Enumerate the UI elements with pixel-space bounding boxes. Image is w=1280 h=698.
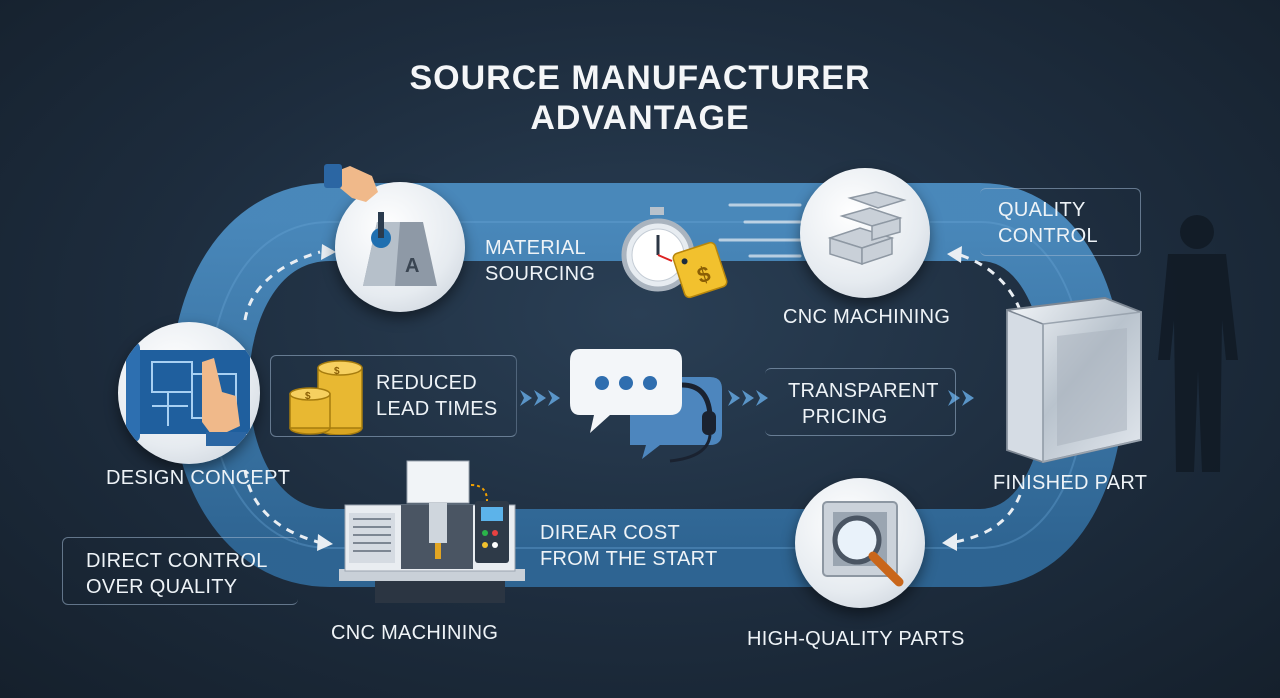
finished-part-icon xyxy=(1006,296,1142,464)
transparent-pricing-line-1: TRANSPARENT xyxy=(788,380,939,402)
metal-block-icon: A xyxy=(363,212,437,286)
reduced-lead-times-line-1: REDUCED xyxy=(376,372,477,394)
material-sourcing-line-1: MATERIAL xyxy=(485,237,586,259)
transparent-pricing-label: TRANSPARENT PRICING xyxy=(788,378,939,430)
reduced-lead-times-bracket xyxy=(270,355,517,437)
title-line-2: ADVANTAGE xyxy=(530,99,750,137)
cnc-machining-bottom-label: CNC MACHINING xyxy=(331,622,499,644)
design-concept-label: DESIGN CONCEPT xyxy=(106,467,291,489)
material-sourcing-node: A xyxy=(335,182,465,312)
material-sourcing-line-2: SOURCING xyxy=(485,263,596,285)
material-sourcing-label: MATERIAL SOURCING xyxy=(485,235,595,287)
svg-text:$: $ xyxy=(334,366,340,377)
metal-ingots-node xyxy=(800,168,930,298)
hand-icon xyxy=(324,164,378,202)
blueprint-hand-icon xyxy=(126,342,250,446)
direct-cost-line-2: FROM THE START xyxy=(540,548,718,570)
stopwatch-price-tag-icon: $ xyxy=(621,207,728,299)
high-quality-parts-node xyxy=(795,478,925,608)
inspection-magnifier-icon xyxy=(822,501,904,587)
direct-control-line-2: OVER QUALITY xyxy=(86,576,238,598)
direct-control-label: DIRECT CONTROL OVER QUALITY xyxy=(86,548,268,600)
person-silhouette-icon xyxy=(1158,215,1238,472)
design-concept-node xyxy=(118,322,260,464)
svg-text:A: A xyxy=(405,255,419,277)
cnc-machine-icon xyxy=(339,460,525,603)
quality-control-line-2: CONTROL xyxy=(998,225,1098,247)
direct-control-bracket xyxy=(62,537,298,605)
chat-support-icon xyxy=(570,349,722,463)
direct-control-line-1: DIRECT CONTROL xyxy=(86,550,268,572)
gold-coins-icon: $ $ xyxy=(289,360,363,435)
reduced-lead-times-line-2: LEAD TIMES xyxy=(376,398,498,420)
svg-text:$: $ xyxy=(305,391,311,402)
reduced-lead-times-label: REDUCED LEAD TIMES xyxy=(376,370,498,422)
cnc-machining-top-label: CNC MACHINING xyxy=(783,306,951,328)
transparent-pricing-bracket xyxy=(765,368,956,436)
high-quality-parts-label: HIGH-QUALITY PARTS xyxy=(747,628,965,650)
direct-cost-label: DIREAR COST FROM THE START xyxy=(540,520,718,572)
quality-control-label: QUALITY CONTROL xyxy=(998,197,1098,249)
quality-control-line-1: QUALITY xyxy=(998,199,1086,221)
title-line-1: SOURCE MANUFACTURER xyxy=(409,59,871,97)
finished-part-label: FINISHED PART xyxy=(993,472,1148,494)
diagram-title: SOURCE MANUFACTURER ADVANTAGE xyxy=(340,58,940,138)
quality-control-bracket xyxy=(980,188,1141,256)
transparent-pricing-line-2: PRICING xyxy=(802,406,888,428)
direct-cost-line-1: DIREAR COST xyxy=(540,522,680,544)
metal-ingots-icon xyxy=(827,191,907,266)
